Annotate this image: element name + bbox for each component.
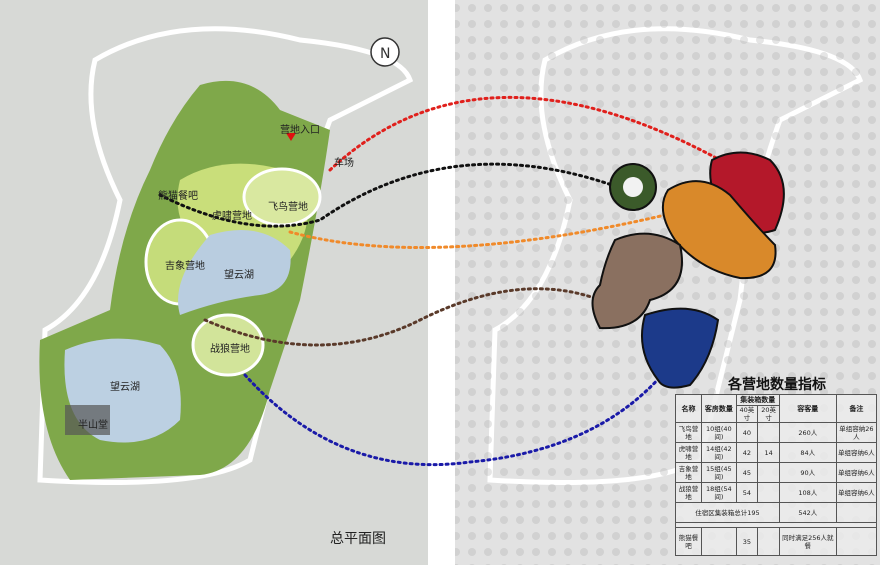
wolf-camp-zone	[191, 313, 265, 377]
connector-blue	[243, 366, 670, 467]
cell-capacity: 260人	[778, 422, 837, 443]
table-panda-row: 熊猫餐吧 35 同时满足256人就餐	[674, 527, 878, 556]
table-total-row: 住宿区集装箱总计195 542人	[675, 502, 878, 523]
cell-rooms: 14组(42间)	[701, 442, 737, 463]
label-lower-lake: 望云湖	[110, 382, 140, 393]
label-tiger-camp: 虎啸营地	[212, 211, 252, 222]
cell-empty	[701, 527, 737, 556]
cell-name: 战狼营地	[674, 482, 703, 503]
cell-40ft: 42	[735, 442, 759, 463]
wolf-photo	[641, 307, 720, 389]
cell-name: 吉象营地	[674, 462, 703, 483]
entrance-marker-icon	[286, 133, 296, 141]
table-row: 吉象营地 15组(45间) 45 90人 单组容纳6人	[674, 462, 878, 483]
label-panda-bar: 熊猫餐吧	[158, 191, 198, 202]
plan-caption: 总平面图	[330, 531, 386, 547]
cell-note: 单组容纳6人	[835, 462, 878, 483]
header-name: 名称	[674, 394, 703, 423]
cell-capacity: 90人	[778, 462, 837, 483]
header-capacity: 容客量	[778, 394, 837, 423]
cell-rooms: 10组(40间)	[701, 422, 737, 443]
header-20ft: 20英寸	[757, 405, 780, 423]
cell-rooms: 15组(45间)	[701, 462, 737, 483]
elephant-photo	[591, 232, 683, 330]
cell-20ft	[757, 422, 780, 443]
cell-empty	[757, 527, 780, 556]
cell-empty	[835, 502, 878, 523]
cell-20ft: 14	[757, 442, 780, 463]
cell-note: 单组容纳6人	[835, 482, 878, 503]
cell-empty	[835, 527, 878, 556]
camp-stats-table: 名称 客房数量 集装箱数量 容客量 备注 40英寸 20英寸 飞鸟营地 10组(…	[674, 394, 878, 556]
table-title: 各营地数量指标	[728, 377, 826, 393]
cell-rooms: 18组(54间)	[701, 482, 737, 503]
cell-total-capacity: 542人	[778, 502, 837, 523]
cell-20ft	[757, 462, 780, 483]
label-entrance: 营地入口	[280, 125, 320, 136]
hall-building	[65, 405, 110, 435]
label-parking: 车场	[334, 158, 354, 169]
connector-orange	[288, 213, 667, 250]
header-rooms: 客房数量	[701, 394, 737, 423]
connector-brown	[203, 287, 602, 347]
header-40ft: 40英寸	[735, 405, 759, 423]
cell-capacity: 同时满足256人就餐	[778, 527, 837, 556]
header-note: 备注	[835, 394, 878, 423]
tiger-photo	[661, 180, 777, 280]
label-wolf-camp: 战狼营地	[210, 344, 250, 355]
cell-40ft: 54	[735, 482, 759, 503]
bird-camp-zone	[242, 167, 322, 227]
cell-name: 熊猫餐吧	[674, 527, 703, 556]
north-arrow-icon	[370, 37, 400, 67]
cell-note: 单组容纳6人	[835, 442, 878, 463]
table-row: 飞鸟营地 10组(40间) 40 260人 单组容纳26人	[674, 422, 878, 443]
cell-40ft: 35	[735, 527, 759, 556]
connector-black	[158, 162, 614, 228]
cell-20ft	[757, 482, 780, 503]
label-bird-camp: 飞鸟营地	[268, 202, 308, 213]
cell-total-label: 住宿区集装箱总计195	[675, 502, 780, 523]
cell-40ft: 40	[735, 422, 759, 443]
cell-40ft: 45	[735, 462, 759, 483]
cell-name: 飞鸟营地	[674, 422, 703, 443]
table-row: 虎啸营地 14组(42间) 42 14 84人 单组容纳6人	[674, 442, 878, 463]
cell-capacity: 108人	[778, 482, 837, 503]
connector-red	[328, 96, 722, 172]
cell-note: 单组容纳26人	[835, 422, 878, 443]
header-containers: 集装箱数量	[735, 394, 780, 406]
table-row: 战狼营地 18组(54间) 54 108人 单组容纳6人	[674, 482, 878, 503]
upper-lake	[178, 230, 291, 315]
label-elephant-camp: 吉象营地	[165, 261, 205, 272]
cell-name: 虎啸营地	[674, 442, 703, 463]
label-hall: 半山堂	[78, 420, 108, 431]
cell-capacity: 84人	[778, 442, 837, 463]
north-arrow-letter: N	[380, 46, 390, 62]
label-upper-lake: 望云湖	[224, 270, 254, 281]
